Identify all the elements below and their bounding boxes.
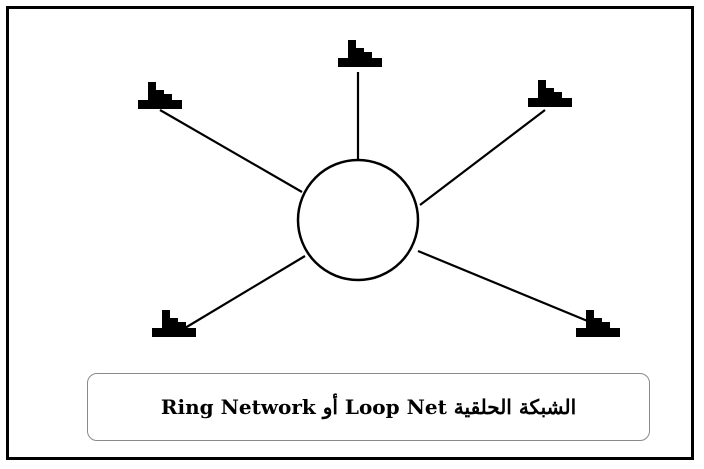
computer-terminal-icon: [138, 82, 182, 109]
link-lower-right: [417, 249, 591, 324]
computer-terminal-icon: [338, 40, 382, 67]
diagram-caption: الشبكة الحلقية Loop Net أو Ring Network: [160, 395, 577, 419]
computer-terminal-icon: [528, 80, 572, 107]
caption-box: الشبكة الحلقية Loop Net أو Ring Network: [87, 373, 650, 441]
link-upper-right: [419, 109, 546, 206]
ring-hub: [296, 158, 420, 282]
computer-terminal-icon: [576, 310, 620, 337]
computer-terminal-icon: [152, 310, 196, 337]
link-lower-left: [184, 255, 306, 329]
link-upper-left: [159, 109, 303, 193]
